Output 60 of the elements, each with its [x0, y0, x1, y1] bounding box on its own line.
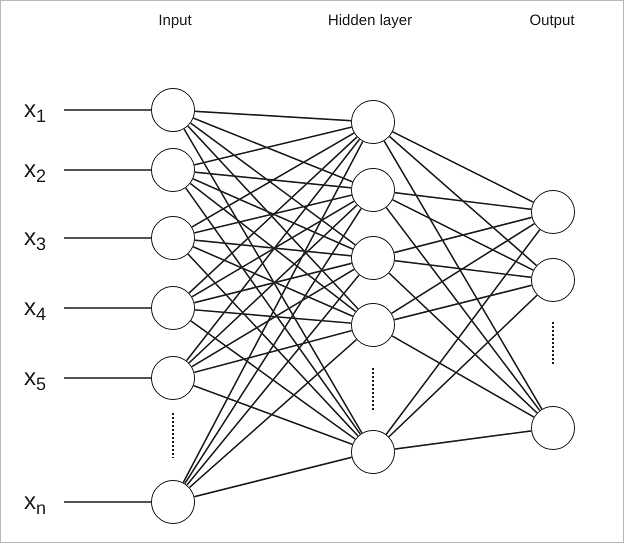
input-variable: x$_{4}$ — [24, 291, 64, 325]
connection-line — [392, 199, 534, 271]
layer-heading: Output — [528, 11, 576, 31]
connection-line — [183, 128, 363, 434]
connection-line — [392, 131, 534, 203]
connection-line — [64, 109, 151, 111]
connection-line — [186, 274, 360, 486]
connection-line — [187, 254, 359, 436]
connection-line — [190, 320, 356, 440]
connection-line — [188, 136, 358, 294]
connection-line — [190, 182, 356, 312]
connection-line — [194, 110, 352, 122]
connection-line — [394, 260, 532, 278]
layer-heading: Input — [157, 11, 193, 31]
connection-line — [394, 284, 532, 320]
input-variable: x$_{5}$ — [24, 361, 64, 395]
connection-line — [64, 237, 151, 239]
connection-line — [192, 200, 354, 298]
connection-line — [194, 456, 352, 498]
connection-line — [186, 138, 360, 362]
connection-line — [394, 216, 532, 254]
connection-line — [182, 141, 364, 483]
connection-line — [188, 338, 358, 488]
connection-line — [394, 192, 532, 210]
connection-line — [391, 223, 535, 314]
connection-line — [194, 126, 352, 166]
connection-line — [192, 132, 354, 228]
connection-line — [389, 136, 537, 266]
connection-line — [187, 126, 359, 310]
connection-line — [188, 204, 358, 364]
connection-line — [194, 330, 352, 374]
connection-line — [192, 246, 354, 317]
connection-line — [386, 207, 540, 411]
connection-line — [190, 122, 356, 246]
connection-line — [388, 272, 538, 414]
connection-line — [64, 501, 151, 503]
connection-line — [194, 309, 352, 324]
connection-line — [191, 268, 355, 368]
connection-line — [193, 384, 353, 446]
connection-line — [64, 377, 151, 379]
input-variable: x$_{2}$ — [24, 153, 64, 187]
connection-line — [194, 239, 352, 257]
connection-line — [184, 208, 362, 484]
connection-line — [394, 430, 532, 450]
input-variable: x$_{1}$ — [24, 93, 64, 127]
layer-heading: Hidden layer — [326, 11, 414, 31]
connection-line — [193, 117, 353, 183]
connection-line — [64, 169, 151, 171]
connection-line — [386, 229, 540, 435]
connection-line — [388, 294, 538, 438]
connection-line — [194, 171, 352, 189]
connection-line — [192, 178, 354, 250]
connection-line — [383, 140, 543, 410]
connection-line — [392, 335, 534, 418]
connection-line — [185, 187, 361, 435]
connection-line — [64, 307, 151, 309]
connection-line — [194, 262, 352, 304]
input-variable: x$_{n}$ — [24, 485, 64, 519]
input-variable: x$_{3}$ — [24, 221, 64, 255]
connection-line — [194, 194, 352, 234]
